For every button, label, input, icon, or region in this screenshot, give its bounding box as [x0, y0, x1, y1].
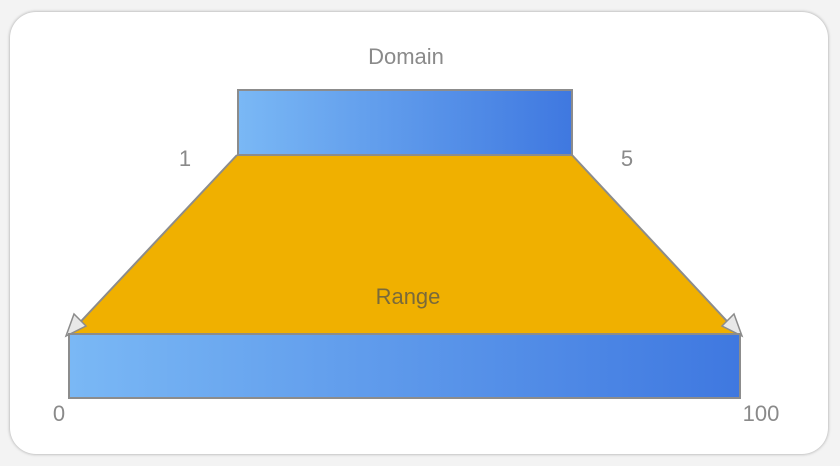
- range-bar: [68, 333, 741, 399]
- range-max-label: 100: [743, 401, 780, 426]
- left-arrow-head: [64, 312, 88, 338]
- right-mapping-edge: [571, 154, 739, 334]
- domain-bar: [237, 89, 573, 156]
- range-min-label: 0: [53, 401, 65, 426]
- domain-min-label: 1: [179, 146, 191, 171]
- right-arrow-head: [720, 312, 744, 338]
- domain-max-label: 5: [621, 146, 633, 171]
- range-label: Range: [376, 284, 441, 309]
- domain-title: Domain: [368, 44, 444, 69]
- mapping-trapezoid: [68, 155, 740, 334]
- left-mapping-edge: [69, 154, 238, 334]
